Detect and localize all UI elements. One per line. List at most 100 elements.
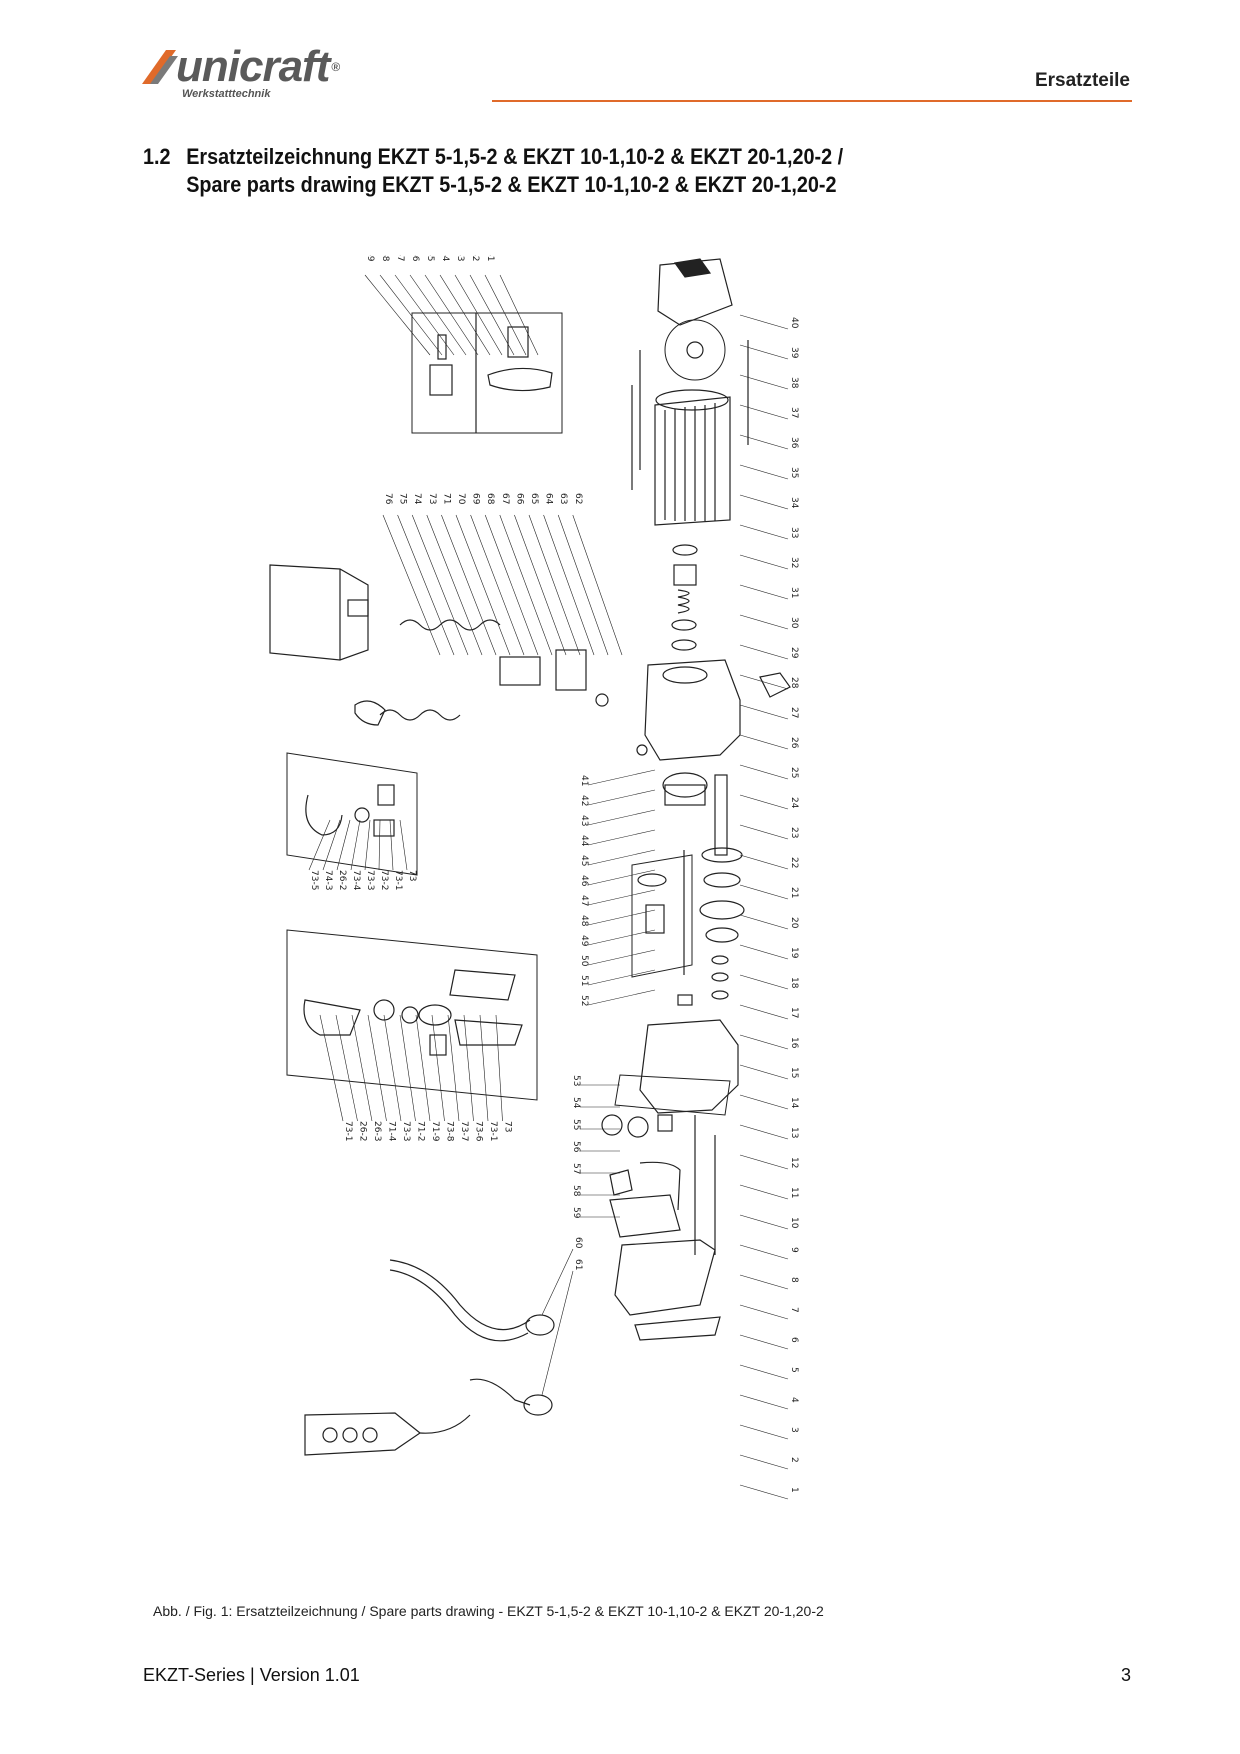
- leader-line: [336, 819, 351, 871]
- part-callout-57: 57: [571, 1163, 581, 1174]
- part-callout-26-4: 26-4: [440, 255, 450, 262]
- logo-wordmark: unicraft®: [176, 42, 340, 91]
- section-title: Ersatzteile: [1034, 70, 1130, 91]
- part-callout-76: 76: [383, 493, 393, 505]
- leader-line: [431, 1014, 445, 1122]
- leader-line: [543, 514, 595, 656]
- part-callout-71-9: 71-9: [430, 1121, 440, 1142]
- leader-line: [587, 869, 656, 886]
- part-callout-73: 73: [427, 493, 437, 504]
- part-callout-32: 32: [789, 557, 799, 568]
- leader-line: [739, 644, 789, 660]
- leader-line: [587, 969, 656, 986]
- part-callout-14: 14: [789, 1097, 799, 1109]
- heading-number: 1.2: [143, 144, 171, 169]
- brand-logo: unicraft® Werkstatttechnik: [140, 42, 380, 106]
- part-callout-66: 66: [514, 493, 524, 505]
- heading-line-2: Spare parts drawing EKZT 5-1,5-2 & EKZT …: [186, 172, 837, 197]
- part-callout-73: 73: [503, 1121, 513, 1132]
- part-callout-71: 71: [441, 493, 451, 504]
- controller-housing: [269, 564, 369, 661]
- part-callout-58: 58: [571, 1185, 581, 1197]
- leader-line: [739, 794, 789, 810]
- part-callout-44: 44: [579, 835, 589, 847]
- leader-line: [739, 344, 789, 360]
- part-callout-24: 24: [789, 797, 799, 809]
- part-callout-35: 35: [789, 467, 799, 478]
- leader-line: [739, 1334, 789, 1350]
- leader-line: [587, 949, 656, 966]
- part-callout-1: 1: [789, 1487, 799, 1493]
- part-callout-19: 19: [789, 947, 799, 959]
- leader-line: [572, 514, 623, 656]
- leader-line: [739, 1034, 789, 1050]
- leader-line: [587, 929, 656, 946]
- part-callout-7: 7: [789, 1307, 799, 1313]
- leader-line: [739, 1094, 789, 1110]
- part-callout-47: 47: [579, 895, 589, 906]
- part-callout-26-2: 26-2: [358, 1121, 368, 1141]
- part-callout-10: 10: [789, 1217, 799, 1229]
- part-callout-34: 34: [789, 497, 799, 509]
- part-callout-51: 51: [579, 975, 589, 986]
- part-callout-26-1: 26-1: [485, 255, 495, 261]
- leader-line: [739, 404, 789, 420]
- leader-line: [541, 1270, 574, 1396]
- bottom-cover: [614, 1239, 721, 1341]
- leader-line: [322, 819, 341, 871]
- leader-line: [415, 1014, 431, 1122]
- part-callout-55: 55: [571, 1119, 581, 1130]
- leader-line: [499, 274, 539, 356]
- leader-line: [739, 584, 789, 600]
- part-callout-73-8: 73-8: [445, 1121, 455, 1142]
- part-callout-67: 67: [500, 493, 510, 504]
- part-callout-41: 41: [579, 775, 589, 786]
- leader-line: [454, 274, 503, 356]
- part-callout-73: 73: [407, 870, 417, 881]
- leader-line: [463, 1014, 474, 1122]
- part-callout-50: 50: [579, 955, 589, 967]
- part-callout-36: 36: [789, 437, 799, 449]
- part-callout-15: 15: [789, 1067, 799, 1078]
- figure-caption: Abb. / Fig. 1: Ersatzteilzeichnung / Spa…: [153, 1603, 824, 1619]
- leader-line: [739, 914, 789, 930]
- leader-line: [470, 514, 525, 656]
- lower-gear-housing: [601, 1019, 739, 1255]
- part-callout-61: 61: [573, 1259, 583, 1270]
- part-callout-48: 48: [579, 915, 589, 927]
- leader-line: [319, 1014, 344, 1122]
- part-callout-52: 52: [579, 995, 589, 1006]
- part-callout-73-5: 73-5: [309, 870, 319, 890]
- footer-page-number: 3: [1120, 1665, 1131, 1685]
- part-callout-30: 30: [789, 617, 799, 629]
- leader-line: [383, 1014, 402, 1122]
- part-callout-12: 12: [789, 1157, 799, 1168]
- motor-assembly: [631, 258, 749, 651]
- leader-line: [439, 274, 491, 356]
- part-callout-16: 16: [789, 1037, 799, 1049]
- leader-line: [739, 1064, 789, 1080]
- part-callout-26-3: 26-3: [372, 1121, 382, 1141]
- part-callout-37: 37: [789, 407, 799, 418]
- leader-line: [389, 819, 394, 871]
- part-callout-71-2: 71-2: [416, 1121, 426, 1141]
- part-callout-74-3: 74-3: [323, 870, 333, 890]
- leader-line: [397, 514, 455, 656]
- leader-line: [739, 374, 789, 390]
- part-callout-62: 62: [573, 493, 583, 504]
- leader-line: [382, 514, 441, 656]
- leader-line: [739, 1484, 789, 1500]
- part-callout-60: 60: [573, 1237, 583, 1249]
- part-callout-59: 59: [571, 1207, 581, 1219]
- part-callout-73-3: 73-3: [365, 870, 375, 890]
- leader-line: [739, 434, 789, 450]
- leader-line: [739, 1274, 789, 1290]
- part-callout-54: 54: [571, 1097, 581, 1109]
- leader-line: [739, 464, 789, 480]
- leader-line: [455, 514, 511, 656]
- part-callout-73-7: 73-7: [459, 1121, 469, 1141]
- leader-line: [447, 1014, 460, 1122]
- leader-line: [399, 819, 408, 871]
